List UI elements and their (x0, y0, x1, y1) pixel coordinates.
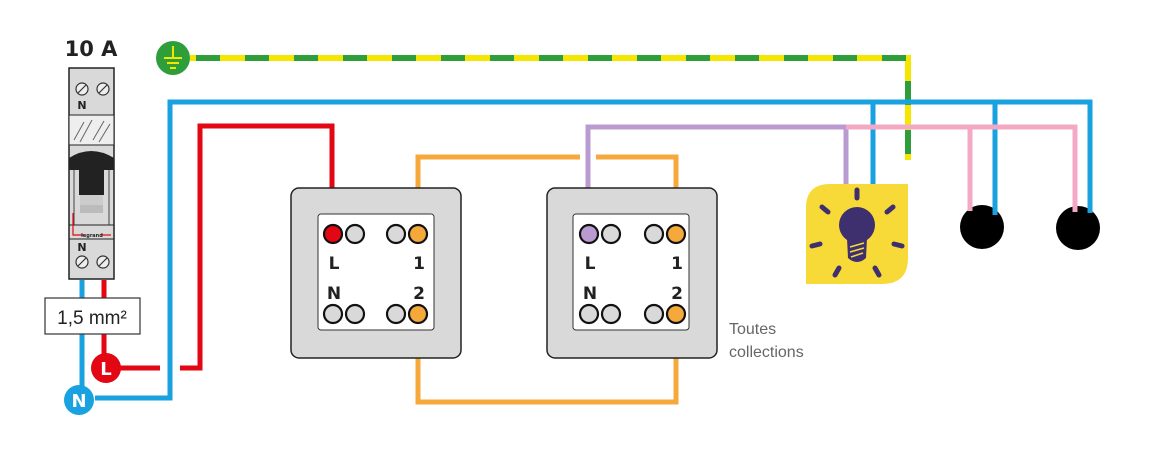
switched-live-wire (585, 124, 849, 232)
breaker-rating: 10 A (65, 37, 119, 61)
terminal-label-2: 2 (671, 284, 683, 304)
switch-1: L 1 N 2 (290, 187, 462, 359)
phase-badge-label: L (100, 359, 111, 380)
circuit-breaker (68, 67, 115, 280)
neutral-badge: N (64, 385, 94, 415)
terminal-label-L: L (329, 254, 340, 274)
terminal-label-1: 1 (413, 254, 425, 274)
note-line-2: collections (729, 344, 804, 361)
note-line-1: Toutes (729, 321, 776, 338)
cable-section-text: 1,5 mm² (57, 308, 127, 329)
earth-wire (190, 55, 911, 160)
light-bulb-icon (806, 184, 908, 284)
lamp-return-wire (846, 124, 1078, 212)
neutral-badge-label: N (71, 391, 86, 412)
earth-ground-icon (156, 41, 190, 75)
terminal-label-2: 2 (413, 284, 425, 304)
connection-point-2 (1056, 206, 1100, 250)
terminal-label-N: N (327, 284, 341, 304)
screw-terminal-icon (75, 82, 110, 96)
screw-terminal-icon (75, 255, 110, 269)
cable-section-label: 1,5 mm² (44, 297, 141, 335)
breaker-bottom-neutral-label: N (77, 241, 86, 254)
connection-point-1 (960, 205, 1004, 249)
terminal-label-1: 1 (671, 254, 683, 274)
terminal-label-L: L (585, 254, 596, 274)
terminal-label-N: N (583, 284, 597, 304)
phase-badge: L (91, 353, 121, 383)
breaker-top-neutral-label: N (77, 99, 86, 112)
switch-2: L 1 N 2 (546, 187, 718, 359)
breaker-brand: legrand (81, 233, 103, 239)
